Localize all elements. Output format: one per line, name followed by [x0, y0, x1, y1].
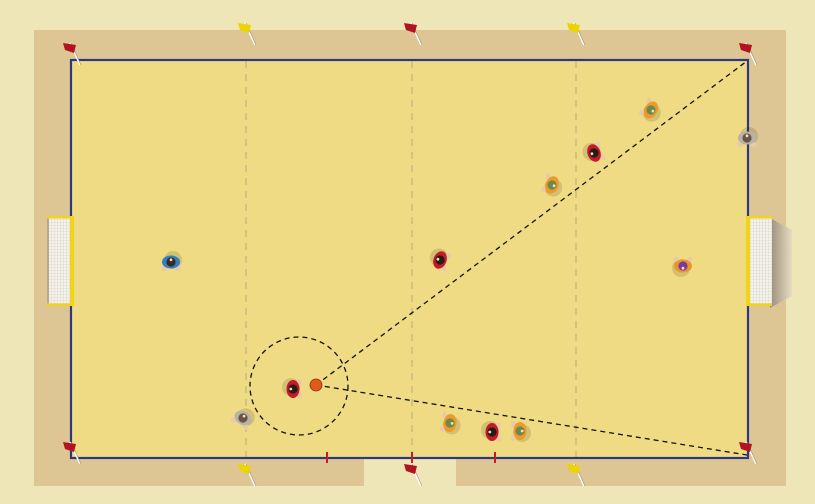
tunnel-gap — [364, 458, 456, 504]
right-goal — [746, 216, 792, 308]
ball — [310, 379, 322, 391]
left-goal — [47, 216, 74, 306]
